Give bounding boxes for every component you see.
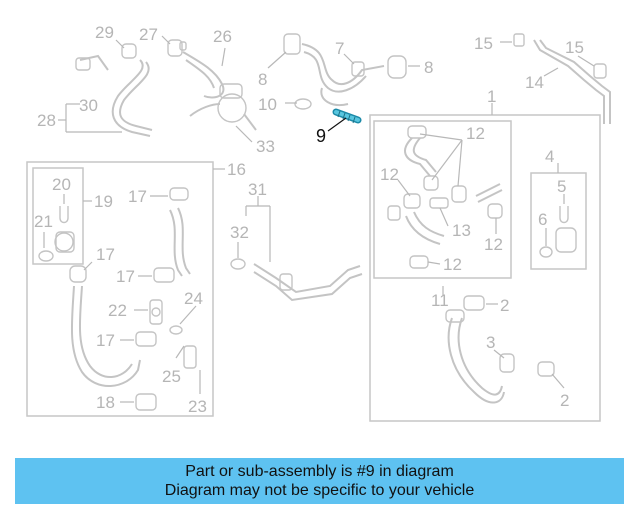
callout-30: 30 xyxy=(79,96,98,115)
part-17-clamp-b xyxy=(138,267,175,283)
callout-25: 25 xyxy=(162,367,181,386)
part-20-clip xyxy=(59,194,69,224)
callout-26: 26 xyxy=(213,27,232,46)
callout-19: 19 xyxy=(94,192,113,211)
part-28-hose xyxy=(58,54,153,137)
part-2-clamp-upper xyxy=(463,295,498,311)
callout-1: 1 xyxy=(487,87,496,106)
part-26-hose xyxy=(182,47,226,99)
part-17-clamp-c xyxy=(69,261,93,283)
part-25-sensor xyxy=(175,345,197,369)
callout-22: 22 xyxy=(108,301,127,320)
part-32-seal xyxy=(230,242,246,270)
part-22-valve xyxy=(134,299,163,325)
callout-11: 11 xyxy=(431,291,449,310)
group-box-19 xyxy=(32,167,84,265)
callout-28: 28 xyxy=(37,111,56,130)
callout-27: 27 xyxy=(139,25,158,44)
info-banner: Part or sub-assembly is #9 in diagram Di… xyxy=(15,458,624,504)
callout-32: 32 xyxy=(230,223,249,242)
part-21-seal xyxy=(38,232,54,262)
part-29-clamp xyxy=(115,39,137,59)
callout-31: 31 xyxy=(248,180,267,199)
callout-2-lower: 2 xyxy=(560,391,569,410)
callout-29: 29 xyxy=(95,23,114,42)
callout-12-left: 12 xyxy=(380,165,399,184)
part-hose-upper-left xyxy=(169,207,191,277)
part-4-connector xyxy=(555,227,577,253)
callout-21: 21 xyxy=(34,212,53,231)
part-15-bleeder-top xyxy=(500,33,525,47)
callout-17-c: 17 xyxy=(96,245,115,264)
callout-20: 20 xyxy=(52,175,71,194)
part-10-seal xyxy=(285,98,312,110)
part-15-bleeder-right xyxy=(577,55,607,79)
callout-15-top: 15 xyxy=(474,34,493,53)
callout-24: 24 xyxy=(184,289,203,308)
part-12-assembly xyxy=(387,125,503,269)
callout-12-right: 12 xyxy=(484,235,503,254)
part-24-oring xyxy=(169,305,197,335)
callout-17-d: 17 xyxy=(96,331,115,350)
part-3-fitting xyxy=(493,349,515,373)
callout-4: 4 xyxy=(545,147,554,166)
part-2-clamp-lower xyxy=(537,361,565,389)
part-18-clamp xyxy=(120,393,157,411)
part-33-thermostat-housing xyxy=(189,83,257,143)
part-9-bolt[interactable] xyxy=(327,108,362,132)
part-19-connector xyxy=(54,231,75,253)
group-box-12 xyxy=(373,120,512,279)
part-14-pipe xyxy=(533,39,611,124)
exploded-parts-diagram: 29 27 26 30 28 8 7 8 10 33 9 15 15 14 1 … xyxy=(26,23,611,422)
callout-16: 16 xyxy=(227,160,246,179)
part-8-connector-left xyxy=(267,33,301,69)
part-5-clip xyxy=(559,194,569,224)
callout-12-top: 12 xyxy=(466,124,485,143)
part-8-connector-right xyxy=(387,55,420,79)
callout-9[interactable]: 9 xyxy=(316,126,326,146)
callout-3: 3 xyxy=(486,333,495,352)
part-11-hose xyxy=(442,286,505,404)
callout-17-a: 17 xyxy=(128,187,147,206)
callout-18: 18 xyxy=(96,393,115,412)
callout-14: 14 xyxy=(525,73,544,92)
part-7-hose xyxy=(301,43,385,106)
callout-33: 33 xyxy=(256,137,275,156)
callout-7: 7 xyxy=(335,39,344,58)
banner-line-2: Diagram may not be specific to your vehi… xyxy=(164,482,475,499)
callout-17-b: 17 xyxy=(116,267,135,286)
callout-13: 13 xyxy=(452,221,471,240)
part-17-clamp-d xyxy=(120,331,157,347)
callout-15-right: 15 xyxy=(565,38,584,57)
callout-10: 10 xyxy=(258,95,277,114)
callout-23: 23 xyxy=(188,397,207,416)
callout-8-left: 8 xyxy=(258,70,267,89)
group-box-16 xyxy=(26,161,214,417)
banner-line-1: Part or sub-assembly is #9 in diagram xyxy=(185,463,454,480)
part-27-clamp xyxy=(161,35,187,57)
part-31-pipe xyxy=(245,196,363,302)
callout-8-right: 8 xyxy=(424,58,433,77)
part-17-clamp-a xyxy=(150,187,189,201)
callout-5: 5 xyxy=(557,177,566,196)
callout-6: 6 xyxy=(538,210,547,229)
part-hose-lower-left xyxy=(70,285,141,387)
callout-2-upper: 2 xyxy=(500,296,509,315)
part-6-seal xyxy=(539,228,553,258)
group-box-1 xyxy=(369,114,601,422)
callout-12-bottom: 12 xyxy=(443,255,462,274)
